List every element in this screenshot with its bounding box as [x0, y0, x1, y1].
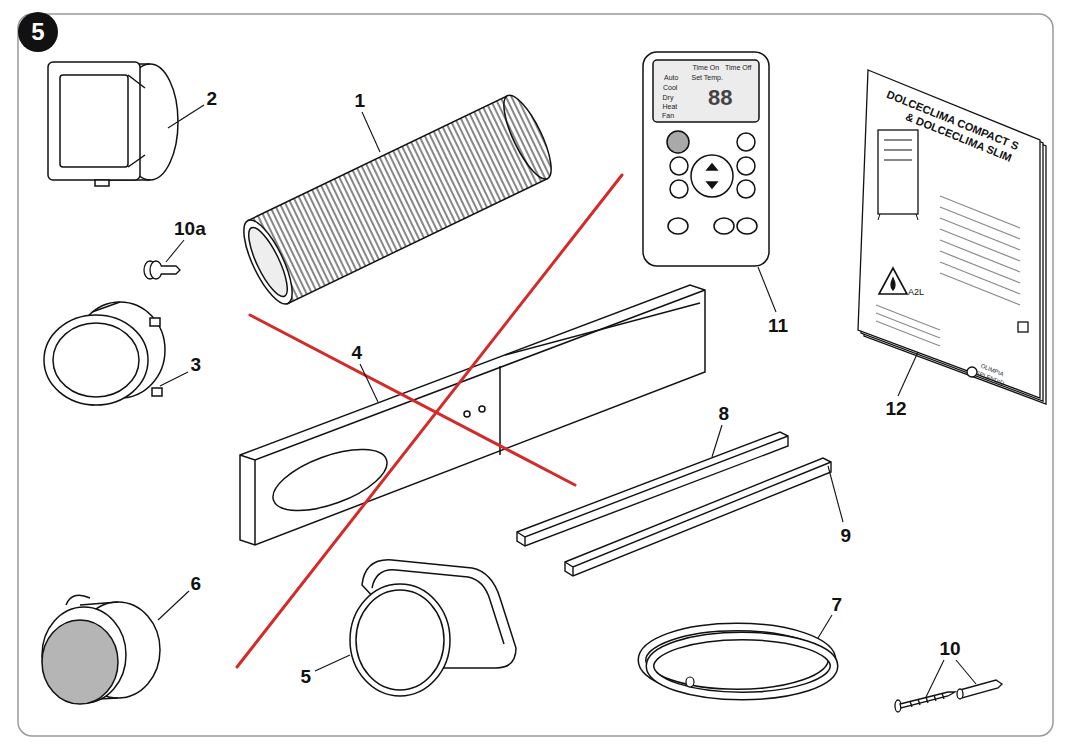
- window-panel: [240, 285, 705, 545]
- lcd-text: Dry: [663, 94, 674, 101]
- instruction-manual: [858, 70, 1046, 404]
- callout-number: 4: [352, 343, 363, 362]
- flexible-hose: [235, 90, 561, 310]
- lcd-text: Auto: [664, 74, 678, 81]
- callout-number: 10a: [174, 219, 206, 238]
- step-badge: 5: [18, 12, 58, 52]
- drain-tube: [642, 627, 834, 696]
- callout-number: 2: [207, 89, 218, 108]
- window-nozzle: [350, 560, 516, 696]
- callout-number: 11: [768, 316, 788, 335]
- lcd-text: Cool: [663, 84, 677, 91]
- lcd-text: Fan: [662, 112, 674, 119]
- capped-ring: [42, 595, 160, 704]
- lcd-digits: 88: [708, 87, 732, 109]
- callout-number: 3: [191, 355, 202, 374]
- callout-number: 8: [719, 404, 730, 423]
- callout-number: 7: [832, 595, 843, 614]
- frame-border: [18, 14, 1053, 736]
- lcd-text: Time Off: [725, 64, 751, 71]
- callout-number: 1: [355, 91, 366, 110]
- callout-number: 9: [841, 526, 852, 545]
- callout-number: 12: [886, 399, 907, 418]
- ring-adapter: [44, 302, 165, 405]
- adapter-square: [48, 62, 178, 186]
- warning-label: A2L: [908, 288, 924, 297]
- lcd-text: Heat: [663, 103, 678, 110]
- leader-lines: [158, 105, 976, 697]
- callout-number: 6: [191, 574, 202, 593]
- lcd-text: Set Temp.: [692, 74, 723, 81]
- foam-strips: [517, 432, 831, 576]
- callout-number: 10: [940, 639, 961, 658]
- lcd-text: Time On: [693, 64, 720, 71]
- badge-number: 5: [31, 20, 44, 44]
- callout-number: 5: [301, 667, 312, 686]
- screw-anchor: [895, 680, 1002, 712]
- red-cross-mark: [237, 175, 622, 667]
- clip-part: [144, 261, 180, 279]
- remote-control: [643, 52, 769, 266]
